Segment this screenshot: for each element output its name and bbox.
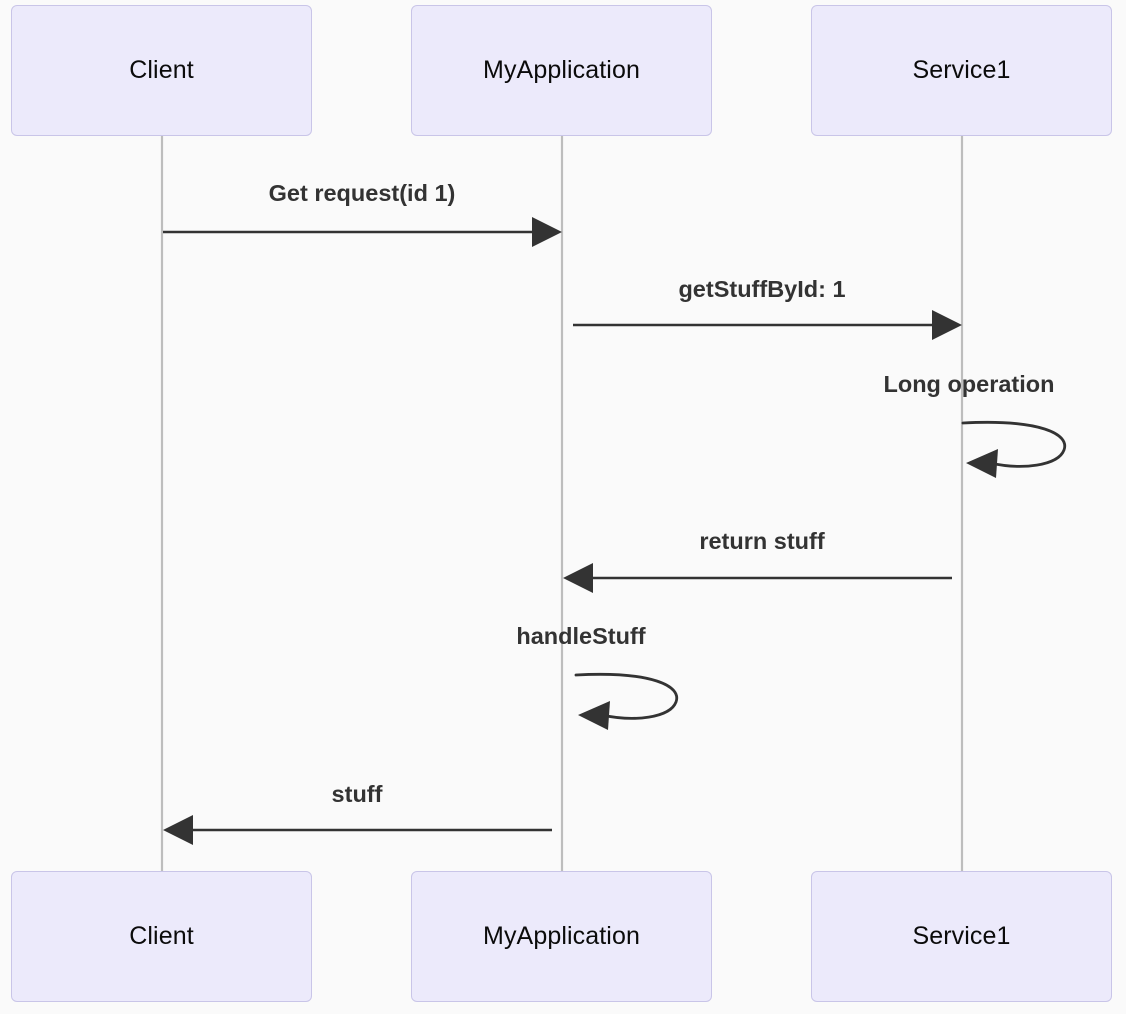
- message-arrow-stuff: [163, 815, 552, 845]
- message-label-stuff: stuff: [331, 781, 383, 807]
- message-label-handle-stuff: handleStuff: [516, 623, 646, 649]
- participant-box-client-bottom[interactable]: Client: [11, 871, 312, 1002]
- arrowhead-left-4: [563, 563, 593, 593]
- participant-label-service1-top: Service1: [912, 56, 1011, 84]
- message-arrow-return-stuff: [563, 563, 952, 593]
- participant-label-client-top: Client: [129, 56, 194, 84]
- selfloop-path-long-operation: [961, 420, 1067, 468]
- participant-label-client-bottom: Client: [129, 922, 194, 950]
- message-label-return-stuff: return stuff: [699, 528, 825, 554]
- participant-box-service1-bottom[interactable]: Service1: [811, 871, 1112, 1002]
- participant-box-client-top[interactable]: Client: [11, 5, 312, 136]
- message-label-long-operation: Long operation: [883, 371, 1055, 397]
- message-label-get-request: Get request(id 1): [268, 180, 456, 206]
- message-selfloop-long-operation: [961, 420, 1067, 478]
- lifelines-group: [160, 136, 964, 871]
- message-arrow-get-stuff-by-id: [573, 310, 962, 340]
- arrowhead-right-1: [532, 217, 562, 247]
- arrowhead-right-2: [932, 310, 962, 340]
- participant-label-service1-bottom: Service1: [912, 922, 1011, 950]
- arrowhead-left-6: [163, 815, 193, 845]
- message-selfloop-handle-stuff: [574, 672, 679, 730]
- participant-label-myapplication-top: MyApplication: [483, 56, 640, 84]
- arrowhead-left-selfloop-1: [966, 449, 998, 478]
- participant-box-myapplication-bottom[interactable]: MyApplication: [411, 871, 712, 1002]
- selfloop-path-handle-stuff: [574, 672, 679, 720]
- participant-label-myapplication-bottom: MyApplication: [483, 922, 640, 950]
- participant-box-service1-top[interactable]: Service1: [811, 5, 1112, 136]
- arrowhead-left-selfloop-2: [578, 701, 610, 730]
- message-label-get-stuff-by-id: getStuffById: 1: [678, 276, 846, 302]
- message-arrow-get-request: [163, 217, 562, 247]
- participant-box-myapplication-top[interactable]: MyApplication: [411, 5, 712, 136]
